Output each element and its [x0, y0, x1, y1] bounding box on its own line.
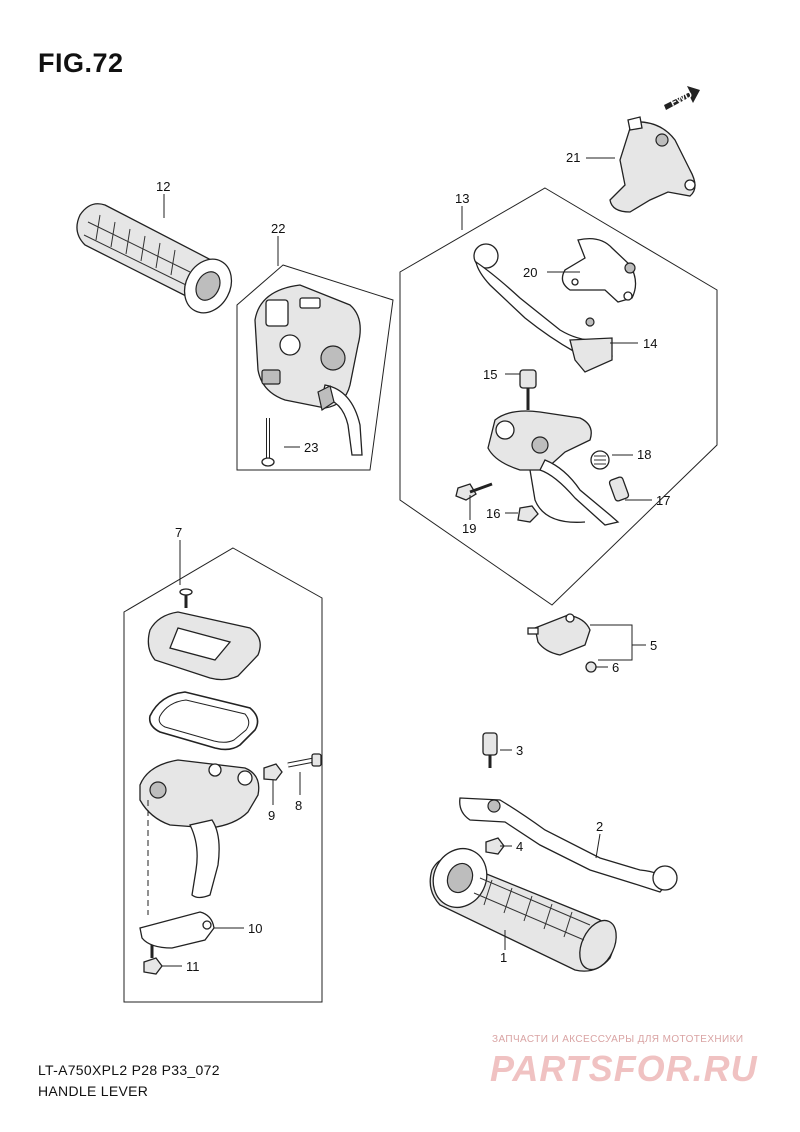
- leader-lines: [162, 157, 652, 967]
- nut-part-11: [143, 945, 163, 975]
- callout-18: 18: [637, 447, 651, 462]
- cover-screw: [179, 588, 193, 608]
- callout-14: 14: [643, 336, 657, 351]
- watermark-caption: ЗАПЧАСТИ И АКСЕССУАРЫ ДЛЯ МОТОТЕХНИКИ: [492, 1034, 744, 1045]
- bolt-part-19: [455, 482, 493, 501]
- watermark-logo: PARTSFOR.RU: [490, 1048, 758, 1089]
- nut-part-16: [517, 505, 539, 523]
- nut-part-9: [263, 763, 283, 781]
- callout-5: 5: [650, 638, 657, 653]
- callout-1: 1: [500, 950, 507, 965]
- callout-4: 4: [516, 839, 523, 854]
- callout-2: 2: [596, 819, 603, 834]
- callout-10: 10: [248, 921, 262, 936]
- plate-part-20: [561, 237, 637, 303]
- group-box-7: [123, 547, 323, 1003]
- callout-13: 13: [455, 191, 469, 206]
- forward-arrow: FWD: [664, 86, 700, 110]
- nut-part-4: [485, 837, 505, 855]
- reservoir-cover: [147, 611, 261, 681]
- callout-23: 23: [304, 440, 318, 455]
- bolt-part-15: [519, 369, 537, 410]
- callout-9: 9: [268, 808, 275, 823]
- callout-3: 3: [516, 743, 523, 758]
- model-code: LT-A750XPL2 P28 P33_072: [38, 1062, 220, 1078]
- callouts: 12 22 23 13 21 20 14 15 18 17 19 16 7 5 …: [156, 150, 670, 974]
- callout-6: 6: [612, 660, 619, 675]
- figure-title: FIG.72: [38, 48, 124, 78]
- screw-part-17: [608, 476, 630, 502]
- callout-7: 7: [175, 525, 182, 540]
- callout-16: 16: [486, 506, 500, 521]
- plate-part-10: [139, 911, 215, 949]
- switch-part-5: [527, 613, 591, 656]
- screw-part-23: [261, 418, 275, 467]
- callout-21: 21: [566, 150, 580, 165]
- bracket-part-21: [609, 116, 696, 213]
- callout-11: 11: [186, 959, 200, 974]
- group-box-22: [236, 264, 394, 471]
- grip-right-part-1: [429, 848, 617, 972]
- callout-8: 8: [295, 798, 302, 813]
- master-body: [487, 410, 620, 526]
- grip-left-part-12: [76, 203, 233, 314]
- bolt-part-3: [482, 732, 498, 768]
- forward-label: FWD: [669, 89, 694, 109]
- diaphragm-gasket: [148, 691, 259, 751]
- callout-12: 12: [156, 179, 170, 194]
- callout-15: 15: [483, 367, 497, 382]
- screw-part-8: [287, 753, 322, 768]
- group-box-13: [399, 187, 718, 606]
- master-cylinder-part-7: [139, 759, 260, 915]
- callout-19: 19: [462, 521, 476, 536]
- switch-housing-part-22: [254, 284, 363, 456]
- callout-17: 17: [656, 493, 670, 508]
- switch-part-18: [590, 450, 610, 470]
- brake-lever-part-2: [459, 797, 678, 893]
- callout-22: 22: [271, 221, 285, 236]
- lever-part-14: [473, 243, 613, 373]
- callout-20: 20: [523, 265, 537, 280]
- screw-part-6: [585, 661, 597, 673]
- figure-name: HANDLE LEVER: [38, 1083, 149, 1099]
